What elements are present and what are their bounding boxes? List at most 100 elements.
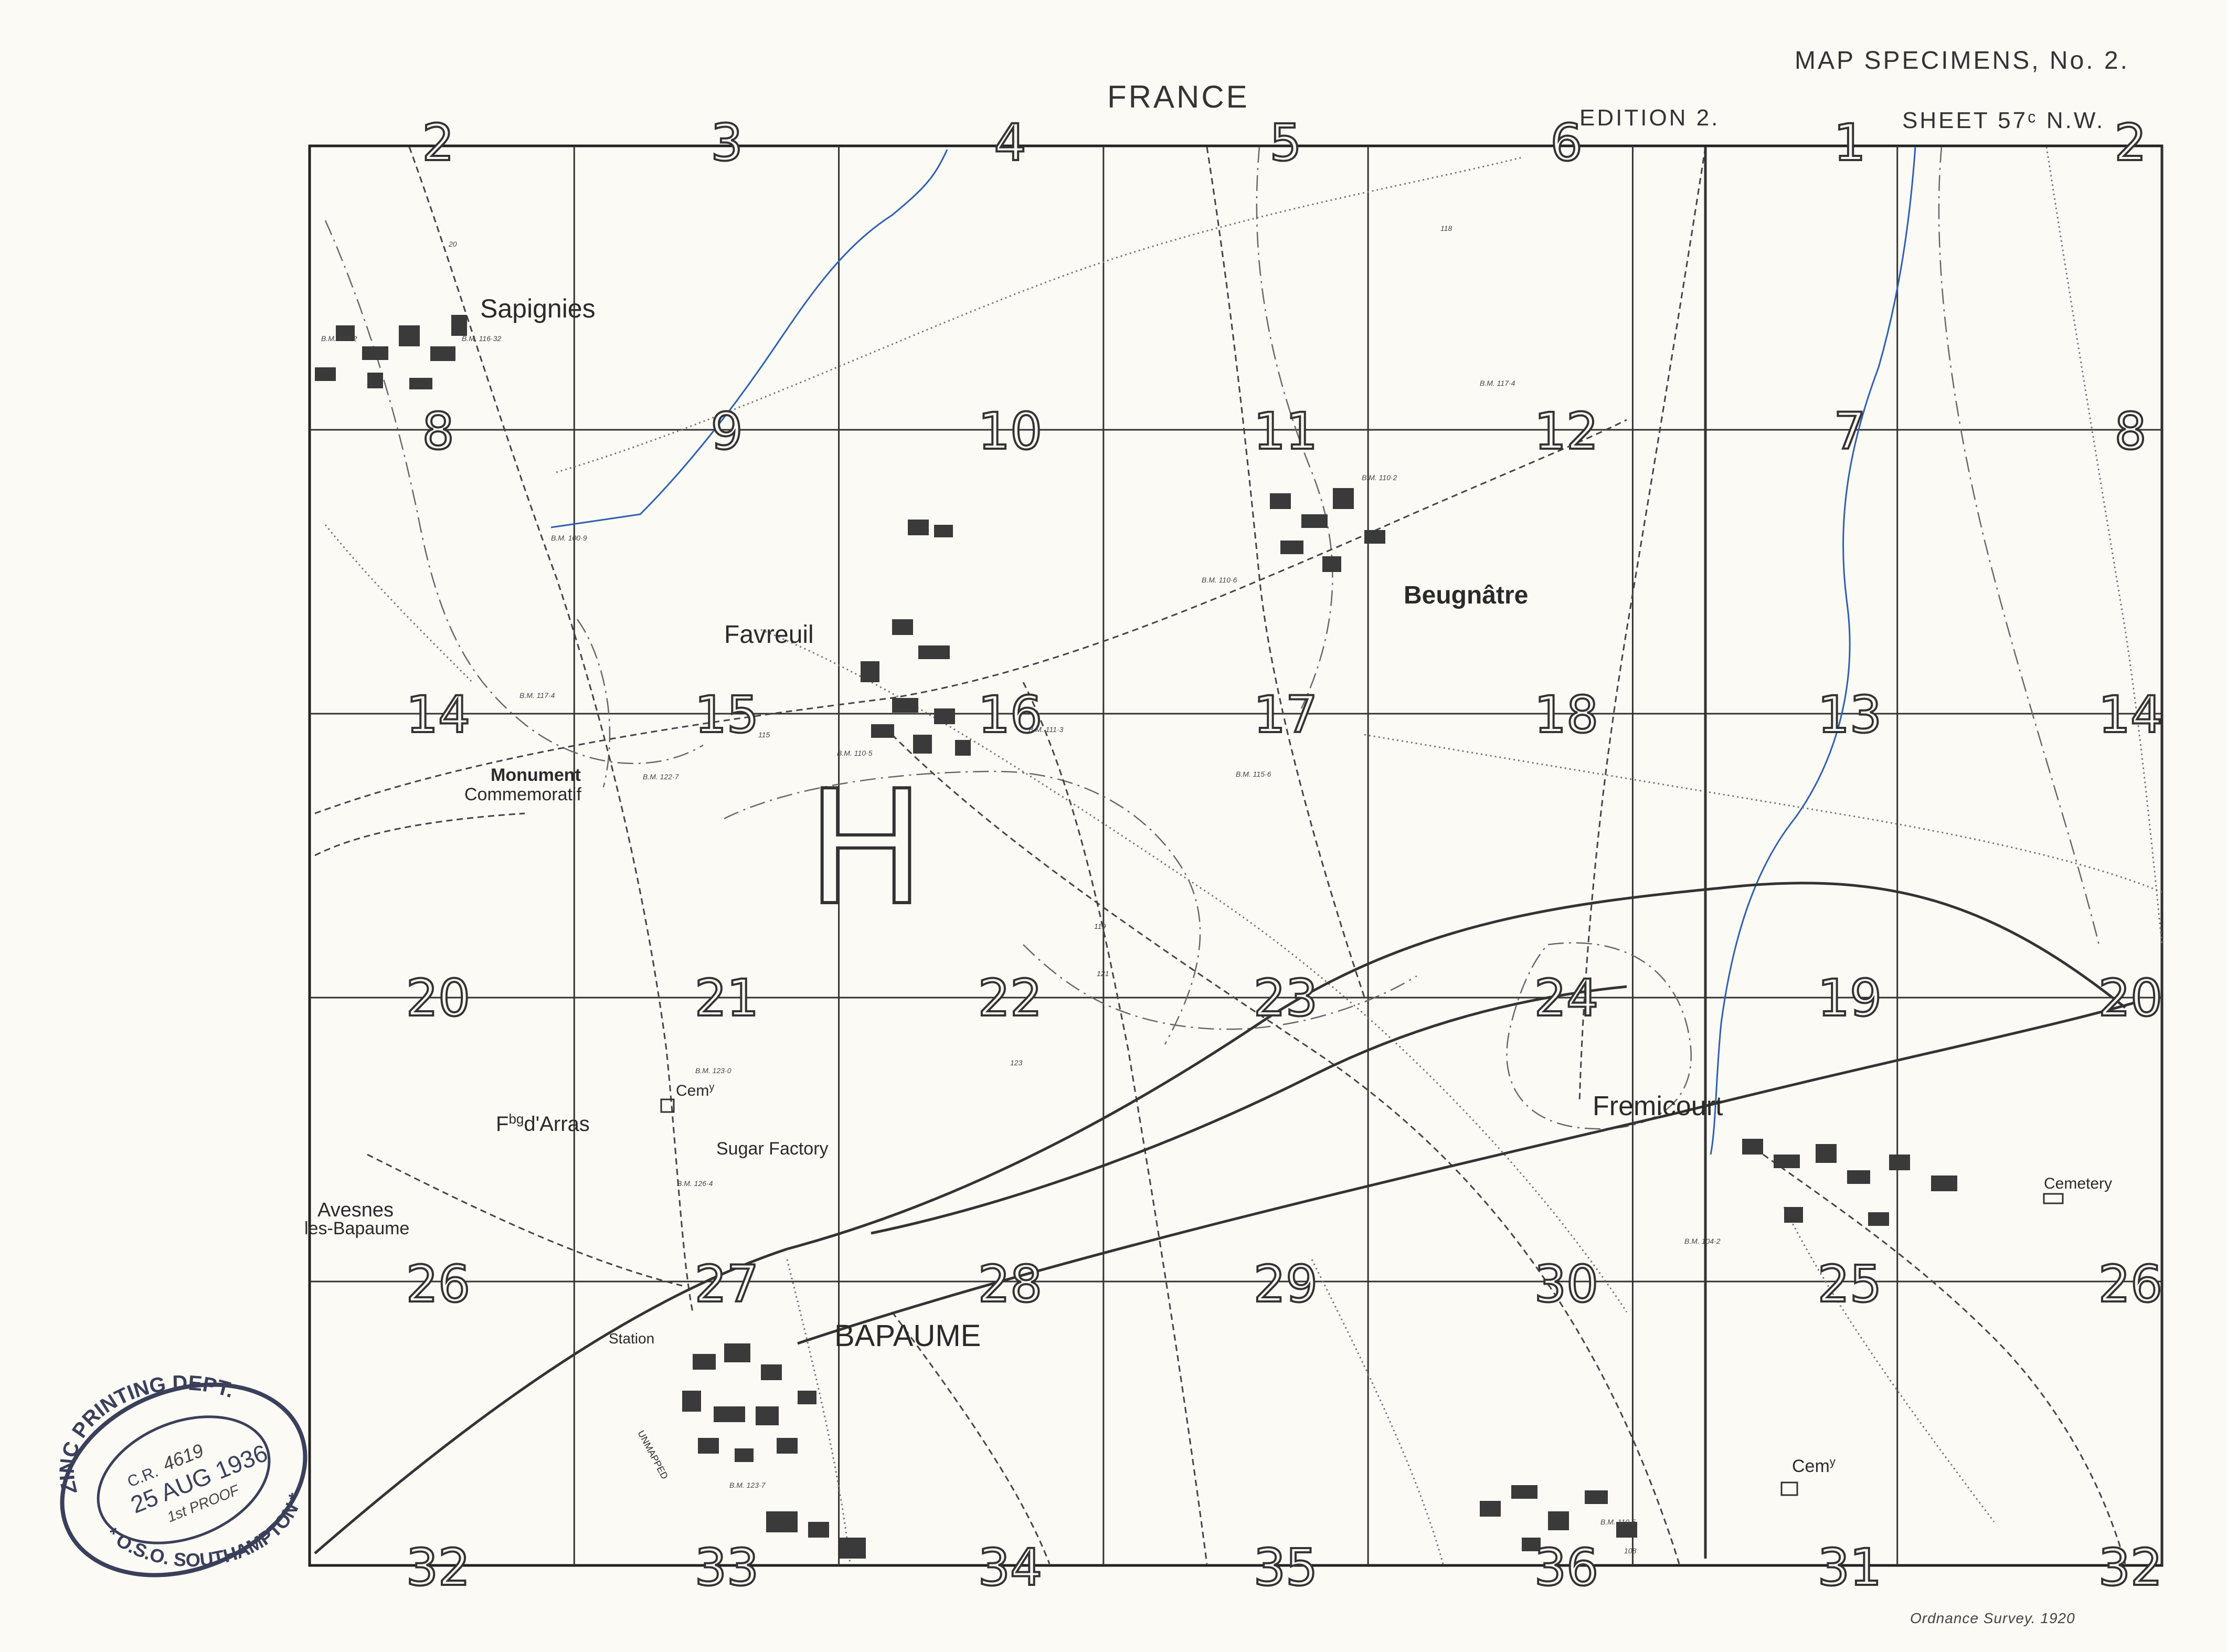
svg-text:B.M. 123·7: B.M. 123·7 [729,1481,766,1489]
stream-east [1710,146,1916,1155]
stamp-inner-ring [97,1415,271,1544]
square-number: 1 [1833,113,1865,172]
svg-text:B.M. 116·32: B.M. 116·32 [462,334,501,343]
square-number: 15 [695,685,759,744]
cemetery-marker-north [660,1098,675,1113]
svg-text:B.M. 111·3: B.M. 111·3 [1028,725,1064,734]
square-number: 32 [406,1538,470,1597]
svg-text:B.M. 115·6: B.M. 115·6 [1236,770,1271,778]
printing-dept-stamp: ZINC PRINTING DEPT. * O.S.O. SOUTHAMPTON… [56,1375,307,1577]
place-les-bapaume: les-Bapaume [304,1219,409,1238]
place-avesnes: Avesnes [317,1199,394,1221]
buildings [315,315,1957,1559]
svg-text:B.M. 110·6: B.M. 110·6 [1202,576,1237,584]
place-commemoratif: Commemoratif [464,785,581,804]
tracks [324,146,2163,1564]
square-number: 22 [978,969,1042,1028]
square-number: 35 [1254,1538,1318,1597]
square-number: 30 [1534,1255,1598,1314]
square-number: 2 [2114,113,2146,172]
stream-west [550,149,948,528]
cemetery-marker-south [1780,1481,1798,1496]
place-favreuil: Favreuil [724,621,814,649]
svg-text:119: 119 [1094,922,1106,930]
square-number: 12 [1534,402,1598,461]
cemetery-marker-east [2043,1193,2064,1204]
place-cemetery-east: Cemetery [2044,1175,2112,1192]
large-letter-h: H [807,757,925,940]
square-number: 36 [1534,1538,1598,1597]
place-sugar-factory: Sugar Factory [716,1139,829,1159]
bapaume-buildings [682,1343,866,1559]
square-number: 21 [695,969,759,1028]
place-fremicourt: Fremicourt [1593,1091,1723,1121]
square-number: 9 [710,402,743,461]
place-cemetery-north: Cemy [676,1082,714,1099]
square-number: 20 [2098,969,2162,1028]
svg-text:20: 20 [448,240,457,248]
place-sapignies: Sapignies [480,294,596,323]
svg-text:B.M. 110·5: B.M. 110·5 [837,749,873,757]
square-number: 25 [1818,1255,1882,1314]
square-number: 33 [695,1538,759,1597]
place-station: Station [609,1330,654,1347]
svg-text:108: 108 [1624,1547,1637,1555]
place-cemetery-south: Cemy [1792,1455,1836,1476]
sheet-label: SHEET 57ᶜ N.W. [1902,108,2105,133]
square-number: 28 [978,1255,1042,1314]
fremicourt-buildings [1742,1139,1957,1226]
square-number: 29 [1254,1255,1318,1314]
square-number: 24 [1534,969,1598,1028]
survey-credit: Ordnance Survey. 1920 [1910,1610,2075,1626]
svg-text:115: 115 [758,730,770,739]
label-unmapped: UNMAPPED [635,1428,670,1480]
square-number: 13 [1818,685,1882,744]
south-village-buildings [1480,1485,1637,1551]
svg-text:B.M. 110·2: B.M. 110·2 [1362,473,1397,482]
railways [314,147,2136,1559]
svg-text:B.M. 110·5: B.M. 110·5 [1600,1518,1636,1526]
place-monument: Monument [491,765,581,785]
place-beugnatre: Beugnâtre [1404,581,1528,609]
square-number: 3 [710,113,743,172]
square-number: 18 [1534,685,1598,744]
square-number: 31 [1818,1538,1882,1597]
svg-text:B.M. 117·4: B.M. 117·4 [519,691,555,700]
svg-text:B.M. 104·2: B.M. 104·2 [1684,1237,1721,1245]
svg-text:B.M. 117·4: B.M. 117·4 [1480,379,1515,387]
square-number: 6 [1550,113,1582,172]
square-number: 16 [978,685,1042,744]
square-number: 7 [1833,402,1865,461]
edition-label: EDITION 2. [1579,105,1720,131]
place-faubourg: Fbgd'Arras [496,1111,590,1136]
map-title: FRANCE [1107,79,1249,114]
favreuil-buildings [861,520,971,756]
square-number: 23 [1254,969,1318,1028]
square-number: 20 [406,969,470,1028]
sapignies-buildings [315,315,467,389]
svg-text:B.M. 121·2: B.M. 121·2 [321,334,357,343]
svg-text:B.M. 100·9: B.M. 100·9 [551,534,587,542]
roads [314,146,2126,1564]
stamp-outer-ring [60,1382,307,1577]
benchmark-labels: B.M. 121·2 B.M. 116·32 B.M. 100·9 B.M. 1… [321,224,1721,1555]
square-number: 19 [1818,969,1882,1028]
place-names: Sapignies Favreuil Beugnâtre Monument Co… [304,294,2112,1481]
square-number: 17 [1254,685,1318,744]
specimen-label: MAP SPECIMENS, No. 2. [1795,47,2129,75]
square-number: 4 [994,113,1026,172]
square-number: 8 [422,402,454,461]
square-number: 26 [2098,1255,2162,1314]
square-number: 10 [978,402,1042,461]
beugnatre-buildings [1270,488,1385,572]
svg-text:B.M. 123·0: B.M. 123·0 [695,1066,731,1075]
svg-text:123: 123 [1010,1058,1023,1067]
square-number: 34 [978,1538,1042,1597]
svg-text:B.M. 122·7: B.M. 122·7 [643,772,680,781]
square-number: 27 [695,1255,759,1314]
square-number: 26 [406,1255,470,1314]
square-number: 2 [422,113,454,172]
place-bapaume: BAPAUME [834,1319,981,1353]
